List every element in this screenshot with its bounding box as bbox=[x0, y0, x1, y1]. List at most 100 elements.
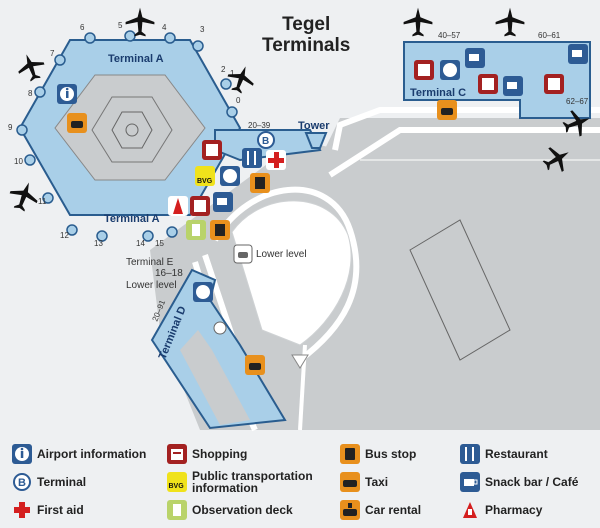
shopping-icon bbox=[167, 444, 187, 464]
svg-text:0: 0 bbox=[236, 96, 241, 105]
terminal-c-range-right: 60–61 bbox=[538, 31, 561, 40]
svg-text:10: 10 bbox=[14, 157, 23, 166]
terminal-b-range: 20–39 bbox=[248, 121, 271, 130]
taxi-icon bbox=[67, 113, 87, 133]
airplane-icon bbox=[403, 7, 433, 37]
svg-text:14: 14 bbox=[136, 239, 145, 248]
map-service-icons: BVG bbox=[57, 44, 588, 375]
first-aid-icon bbox=[266, 150, 286, 170]
shopping-icon bbox=[202, 140, 222, 160]
pharmacy-icon bbox=[463, 502, 477, 518]
map-title-line1: Tegel bbox=[282, 14, 331, 35]
snack-bar-icon bbox=[460, 472, 480, 492]
car-rental-icon bbox=[340, 500, 360, 520]
tower-label: Tower bbox=[298, 120, 330, 132]
airplane-icon bbox=[223, 61, 259, 97]
info-icon bbox=[57, 84, 77, 104]
map-title-line2: Terminals bbox=[262, 35, 351, 56]
terminal-a-gate-markers bbox=[16, 30, 238, 242]
car-rental-icon bbox=[245, 355, 265, 375]
snack-bar-icon bbox=[568, 44, 588, 64]
pharmacy-icon bbox=[168, 196, 188, 216]
terminal-e-gates: 16–18 bbox=[155, 268, 183, 279]
map-title: Tegel Terminals bbox=[262, 14, 350, 56]
gate-labels: 0 1 2 3 4 5 6 7 8 9 10 11 12 13 14 15 bbox=[8, 21, 241, 248]
shopping-icon bbox=[544, 74, 564, 94]
building-outlines bbox=[360, 159, 600, 361]
legend-item: Airport information bbox=[12, 444, 146, 464]
info-icon bbox=[12, 444, 32, 464]
svg-text:1: 1 bbox=[230, 69, 235, 78]
bvg-icon: BVG bbox=[195, 166, 215, 186]
svg-text:BVG: BVG bbox=[169, 483, 185, 490]
svg-text:3: 3 bbox=[200, 25, 205, 34]
taxi-icon bbox=[340, 472, 360, 492]
svg-text:12: 12 bbox=[60, 231, 69, 240]
info-icon bbox=[193, 282, 213, 302]
info-icon bbox=[440, 60, 460, 80]
legend-item: Restaurant bbox=[460, 444, 548, 464]
inner-lawn bbox=[231, 200, 352, 346]
terminal-e-level: Lower level bbox=[126, 280, 177, 291]
snack-bar-icon bbox=[465, 48, 485, 68]
terminal-c-range-left: 40–57 bbox=[438, 31, 461, 40]
legend-item: Bus stop bbox=[340, 444, 416, 464]
legend-item: Car rental bbox=[340, 500, 421, 520]
svg-text:4: 4 bbox=[162, 23, 167, 32]
svg-text:5: 5 bbox=[118, 21, 123, 30]
svg-text:B: B bbox=[262, 136, 269, 147]
observation-deck-icon bbox=[186, 220, 206, 240]
direction-arrow bbox=[291, 354, 309, 369]
legend-item: Shopping bbox=[167, 444, 247, 464]
legend-item: Snack bar / Café bbox=[460, 472, 578, 492]
lower-level-label: Lower level bbox=[256, 249, 307, 260]
first-aid-icon bbox=[14, 502, 30, 518]
svg-text:9: 9 bbox=[8, 123, 13, 132]
gate-2: 2 bbox=[221, 65, 226, 74]
legend-item: Taxi bbox=[340, 472, 388, 492]
shopping-icon bbox=[478, 74, 498, 94]
legend-item: B Terminal bbox=[12, 472, 86, 492]
terminal-e-label: Terminal E bbox=[126, 257, 174, 268]
restaurant-icon bbox=[242, 148, 262, 168]
svg-text:13: 13 bbox=[94, 239, 103, 248]
svg-text:BVG: BVG bbox=[197, 178, 213, 185]
terminal-a-building bbox=[18, 39, 242, 216]
terminal-c-range-side: 62–67 bbox=[566, 97, 589, 106]
map-legend: Airport information B Terminal First aid… bbox=[0, 440, 600, 528]
bvg-icon: BVG bbox=[167, 472, 187, 492]
bus-stop-icon bbox=[250, 173, 270, 193]
shopping-icon bbox=[414, 60, 434, 80]
svg-text:15: 15 bbox=[155, 239, 164, 248]
terminal-a-bottom-label: Terminal A bbox=[104, 213, 160, 225]
airplane-icon bbox=[13, 49, 49, 85]
airplane-icon bbox=[495, 7, 525, 37]
restaurant-icon bbox=[460, 444, 480, 464]
snack-bar-icon bbox=[213, 192, 233, 212]
terminal-b-icon: B bbox=[257, 131, 275, 149]
svg-text:7: 7 bbox=[50, 49, 55, 58]
shopping-icon bbox=[190, 196, 210, 216]
svg-text:B: B bbox=[18, 477, 26, 489]
legend-item: Observation deck bbox=[167, 500, 293, 520]
terminal-d-building bbox=[150, 268, 287, 430]
svg-text:6: 6 bbox=[80, 23, 85, 32]
info-icon bbox=[220, 166, 240, 186]
svg-text:8: 8 bbox=[28, 89, 33, 98]
terminal-b-icon: B bbox=[13, 473, 31, 491]
legend-item: BVG Public transportation information bbox=[167, 469, 313, 495]
taxi-icon bbox=[437, 100, 457, 120]
terminal-c-label: Terminal C bbox=[410, 87, 466, 99]
observation-deck-icon bbox=[167, 500, 187, 520]
legend-item: Pharmacy bbox=[460, 500, 542, 520]
airplane-icon bbox=[5, 177, 43, 215]
bus-stop-icon bbox=[340, 444, 360, 464]
snack-bar-icon bbox=[503, 76, 523, 96]
legend-item: First aid bbox=[12, 500, 84, 520]
tower-icon bbox=[304, 132, 328, 149]
bus-stop-icon bbox=[210, 220, 230, 240]
svg-text:11: 11 bbox=[38, 197, 47, 206]
lower-level-taxi-icon bbox=[233, 244, 253, 264]
terminal-a-top-label: Terminal A bbox=[108, 53, 164, 65]
